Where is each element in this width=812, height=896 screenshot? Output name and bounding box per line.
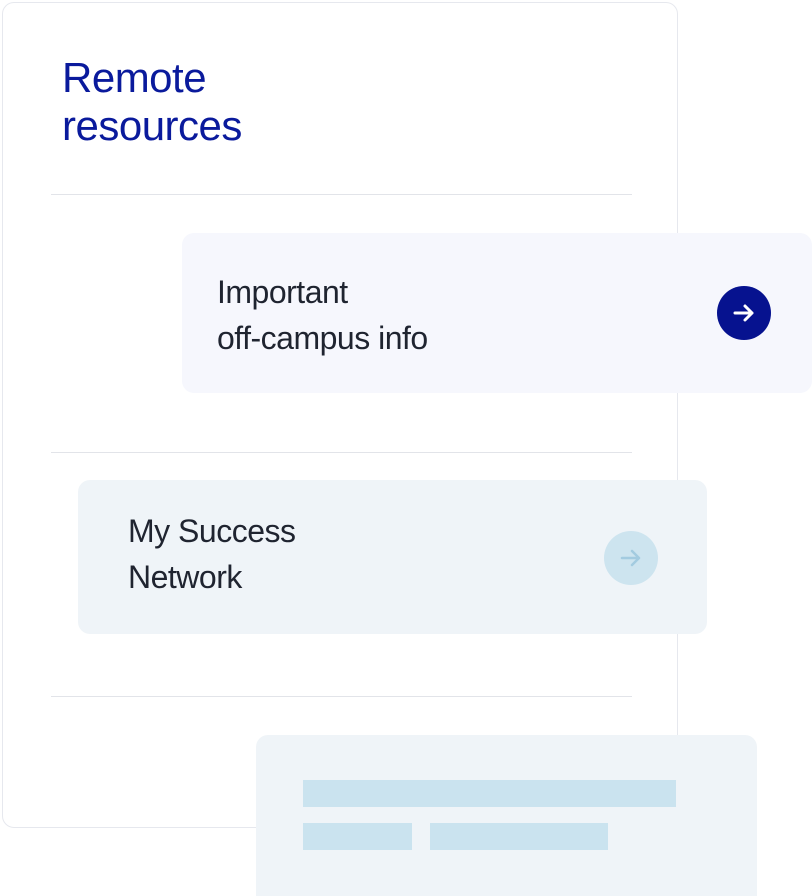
page-title: Remote resources — [62, 54, 362, 150]
open-off-campus-info-button[interactable] — [717, 286, 771, 340]
open-my-success-network-button[interactable] — [604, 531, 658, 585]
card-off-campus-info[interactable]: Important off-campus info — [182, 233, 812, 393]
card-label: Important off-campus info — [217, 269, 428, 361]
skeleton-line — [303, 780, 676, 807]
divider — [51, 194, 632, 195]
card-label-line-1: Important — [217, 274, 348, 310]
card-label-line-1: My Success — [128, 513, 296, 549]
title-line-1: Remote — [62, 54, 207, 101]
card-my-success-network[interactable]: My Success Network — [78, 480, 707, 634]
arrow-right-icon — [620, 549, 641, 567]
skeleton-line — [303, 823, 412, 850]
divider — [51, 696, 632, 697]
skeleton-line — [430, 823, 608, 850]
arrow-right-icon — [733, 304, 754, 322]
divider — [51, 452, 632, 453]
card-placeholder — [256, 735, 757, 896]
title-line-2: resources — [62, 102, 242, 149]
resources-panel — [2, 2, 678, 828]
card-label: My Success Network — [128, 508, 296, 600]
card-label-line-2: Network — [128, 559, 242, 595]
card-label-line-2: off-campus info — [217, 320, 428, 356]
